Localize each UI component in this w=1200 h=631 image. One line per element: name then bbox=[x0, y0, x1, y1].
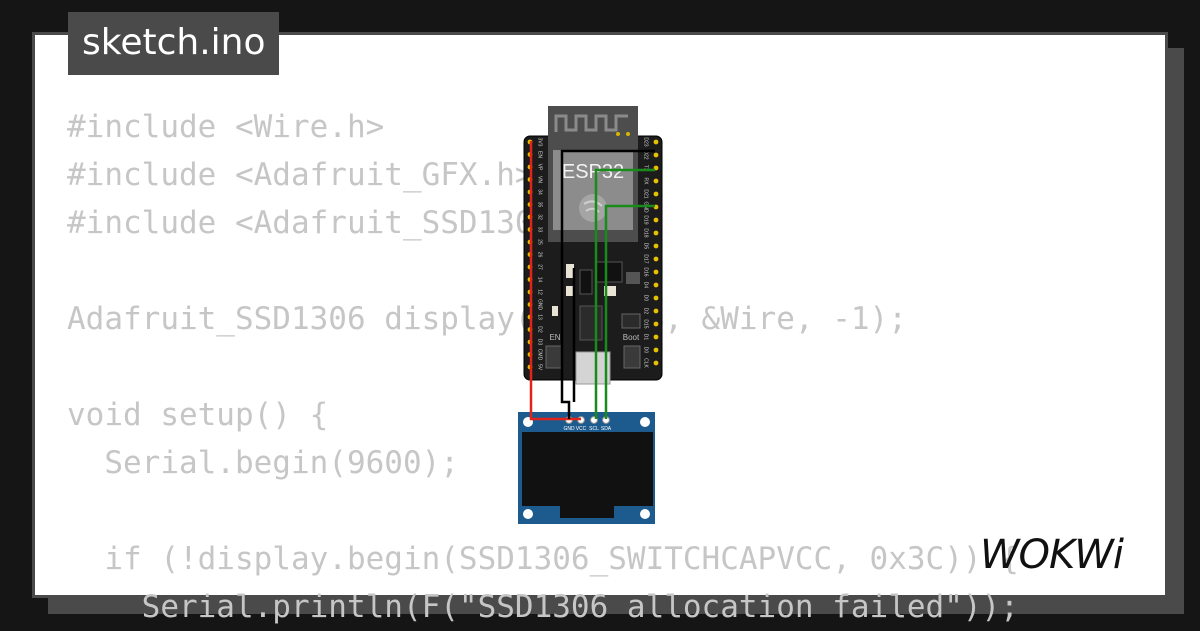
left-pin-label: 14 bbox=[537, 277, 543, 283]
right-pin-label: CLK bbox=[643, 358, 649, 368]
right-pin[interactable] bbox=[653, 295, 659, 301]
left-pin-label: 33 bbox=[537, 227, 543, 233]
gnd-wire[interactable] bbox=[560, 149, 655, 419]
left-pin-label: 12 bbox=[537, 289, 543, 295]
left-pin-label: D2 bbox=[537, 326, 543, 333]
usb-chip bbox=[579, 305, 603, 341]
left-pin-label: 35 bbox=[537, 202, 543, 208]
oled-pin-label: VCC bbox=[576, 426, 587, 432]
left-pin-label: 13 bbox=[537, 314, 543, 320]
right-pin-label: D15 bbox=[643, 319, 649, 328]
svg-text:WOKWi: WOKWi bbox=[980, 532, 1124, 578]
right-pin[interactable] bbox=[653, 191, 659, 197]
left-pin-label: 5V bbox=[537, 364, 543, 371]
right-pin-label: TX bbox=[643, 165, 649, 172]
right-pin[interactable] bbox=[653, 217, 659, 223]
boot-label: Boot bbox=[623, 333, 640, 342]
right-pin-label: D22 bbox=[643, 150, 649, 159]
code-line: #include <Wire.h> bbox=[67, 109, 385, 145]
right-pin-label: D0 bbox=[643, 295, 649, 302]
vcc-wire[interactable] bbox=[529, 141, 581, 421]
left-pin-label: 26 bbox=[537, 252, 543, 258]
antenna-trace bbox=[554, 114, 628, 132]
right-pin-label: D4 bbox=[643, 282, 649, 289]
right-pin-label: D19 bbox=[643, 215, 649, 224]
right-pin-label: D23 bbox=[643, 137, 649, 146]
left-pin-label: VN bbox=[537, 176, 543, 183]
left-pin-label: D3 bbox=[537, 339, 543, 346]
right-pin-label: RX bbox=[643, 178, 649, 186]
right-pin[interactable] bbox=[653, 360, 659, 366]
oled-pin-label: GND bbox=[563, 426, 575, 432]
left-pin-label: 25 bbox=[537, 239, 543, 245]
scl-wire[interactable] bbox=[594, 168, 655, 419]
left-pin-label: 27 bbox=[537, 264, 543, 270]
right-pin[interactable] bbox=[653, 334, 659, 340]
right-pin[interactable] bbox=[653, 139, 659, 145]
sda-wire[interactable] bbox=[604, 204, 655, 419]
usb-connector bbox=[575, 351, 611, 385]
code-line: void setup() { bbox=[67, 397, 329, 433]
right-pin-label: D21 bbox=[643, 189, 649, 198]
code-line: Serial.println(F("SSD1306 allocation fai… bbox=[67, 589, 1019, 625]
boot-button[interactable] bbox=[623, 345, 641, 369]
file-tab[interactable]: sketch.ino bbox=[68, 12, 280, 75]
oled-pin-label: SDA bbox=[601, 426, 612, 432]
left-pin-label: 34 bbox=[537, 189, 543, 195]
code-line: if (!display.begin(SSD1306_SWITCHCAPVCC,… bbox=[67, 541, 1019, 577]
right-pin[interactable] bbox=[653, 256, 659, 262]
en-label: EN bbox=[549, 333, 560, 342]
wires bbox=[529, 141, 655, 421]
right-pin-label: D2 bbox=[643, 308, 649, 315]
right-pin-label: D18 bbox=[643, 228, 649, 237]
right-pin[interactable] bbox=[653, 347, 659, 353]
right-pin[interactable] bbox=[653, 321, 659, 327]
code-line: #include <Adafruit_GFX.h> bbox=[67, 157, 534, 193]
right-pin[interactable] bbox=[653, 308, 659, 314]
wokwi-logo: WOKWi bbox=[980, 532, 1125, 578]
oled-screen bbox=[522, 432, 653, 506]
right-pin[interactable] bbox=[653, 243, 659, 249]
oled-pin-label: SCL bbox=[589, 426, 599, 432]
right-pin[interactable] bbox=[653, 178, 659, 184]
left-pin-label: 3V3 bbox=[537, 138, 543, 147]
right-pin[interactable] bbox=[653, 152, 659, 158]
left-pin-label: CMD bbox=[537, 349, 543, 361]
left-pin-label: EN bbox=[537, 151, 543, 158]
right-pin-label: D1 bbox=[643, 334, 649, 341]
right-pin-label: D5 bbox=[643, 243, 649, 250]
right-pin[interactable] bbox=[653, 269, 659, 275]
code-line: Serial.begin(9600); bbox=[67, 445, 459, 481]
left-pin-label: GND bbox=[537, 299, 543, 311]
right-pin-label: D0 bbox=[643, 347, 649, 354]
left-pin-label: VP bbox=[537, 164, 543, 171]
en-button[interactable] bbox=[545, 345, 563, 369]
right-pin[interactable] bbox=[653, 282, 659, 288]
chip-label: ESP32 bbox=[562, 161, 624, 183]
right-pin[interactable] bbox=[653, 230, 659, 236]
right-pin-label: D17 bbox=[643, 254, 649, 263]
left-pin-label: 32 bbox=[537, 214, 543, 220]
right-pin-label: D16 bbox=[643, 267, 649, 276]
